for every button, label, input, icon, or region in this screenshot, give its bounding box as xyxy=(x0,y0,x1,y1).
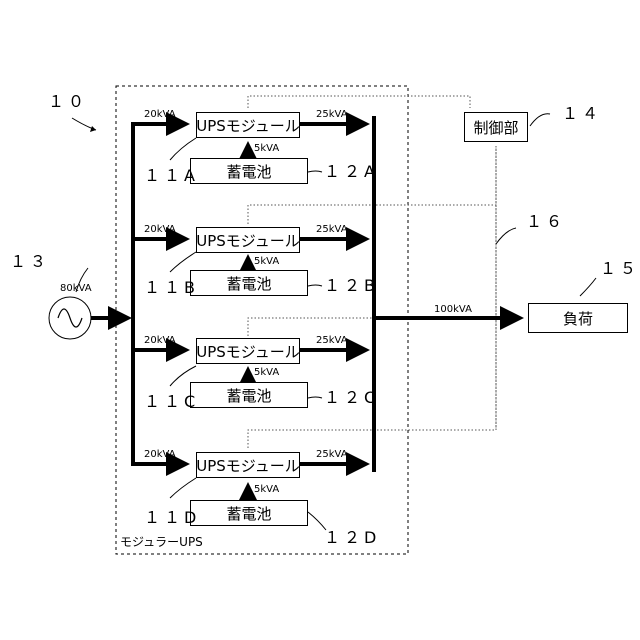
battery-label: 蓄電池 xyxy=(226,503,271,524)
module-input-rating: 20kVA xyxy=(144,225,176,235)
source-rating-label: 80kVA xyxy=(60,284,92,294)
battery-rating: 5kVA xyxy=(254,368,279,378)
line-ref-label: １６ xyxy=(526,214,566,230)
controller-ref-label: １４ xyxy=(562,106,602,122)
ups-module-label: UPSモジュール xyxy=(196,115,300,136)
module-output-rating: 25kVA xyxy=(316,225,348,235)
battery-box: 蓄電池 xyxy=(190,382,308,408)
module-input-rating: 20kVA xyxy=(144,450,176,460)
battery-ref-label: １２A xyxy=(324,164,379,180)
module-output-rating: 25kVA xyxy=(316,450,348,460)
battery-rating: 5kVA xyxy=(254,485,279,495)
ups-module-box: UPSモジュール xyxy=(196,227,300,253)
module-input-rating: 20kVA xyxy=(144,336,176,346)
battery-label: 蓄電池 xyxy=(226,385,271,406)
module-output-rating: 25kVA xyxy=(316,336,348,346)
module-output-rating: 25kVA xyxy=(316,110,348,120)
ups-module-label: UPSモジュール xyxy=(196,341,300,362)
battery-box: 蓄電池 xyxy=(190,158,308,184)
load-label: 負荷 xyxy=(563,308,593,329)
battery-box: 蓄電池 xyxy=(190,500,308,526)
battery-box: 蓄電池 xyxy=(190,270,308,296)
battery-label: 蓄電池 xyxy=(226,273,271,294)
modular-ups-label: モジュラーUPS xyxy=(120,536,203,548)
source-ref-label: １３ xyxy=(10,254,50,270)
system-ref-label: １０ xyxy=(48,94,88,110)
controller-label: 制御部 xyxy=(473,117,518,138)
battery-rating: 5kVA xyxy=(254,257,279,267)
load-box: 負荷 xyxy=(528,303,628,333)
module-input-rating: 20kVA xyxy=(144,110,176,120)
battery-rating: 5kVA xyxy=(254,144,279,154)
ups-module-box: UPSモジュール xyxy=(196,338,300,364)
battery-ref-label: １２C xyxy=(324,390,379,406)
module-ref-label: １１D xyxy=(144,510,200,526)
battery-label: 蓄電池 xyxy=(226,161,271,182)
battery-ref-label: １２D xyxy=(324,530,380,546)
ups-module-label: UPSモジュール xyxy=(196,230,300,251)
controller-box: 制御部 xyxy=(464,112,528,142)
ups-module-label: UPSモジュール xyxy=(196,455,300,476)
ups-module-box: UPSモジュール xyxy=(196,452,300,478)
battery-ref-label: １２B xyxy=(324,278,379,294)
module-ref-label: １１A xyxy=(144,168,199,184)
output-rating-label: 100kVA xyxy=(434,305,472,315)
load-ref-label: １５ xyxy=(600,261,640,277)
module-ref-label: １１B xyxy=(144,280,199,296)
module-ref-label: １１C xyxy=(144,394,199,410)
system-ref-arrowhead xyxy=(90,126,96,132)
ups-module-box: UPSモジュール xyxy=(196,112,300,138)
